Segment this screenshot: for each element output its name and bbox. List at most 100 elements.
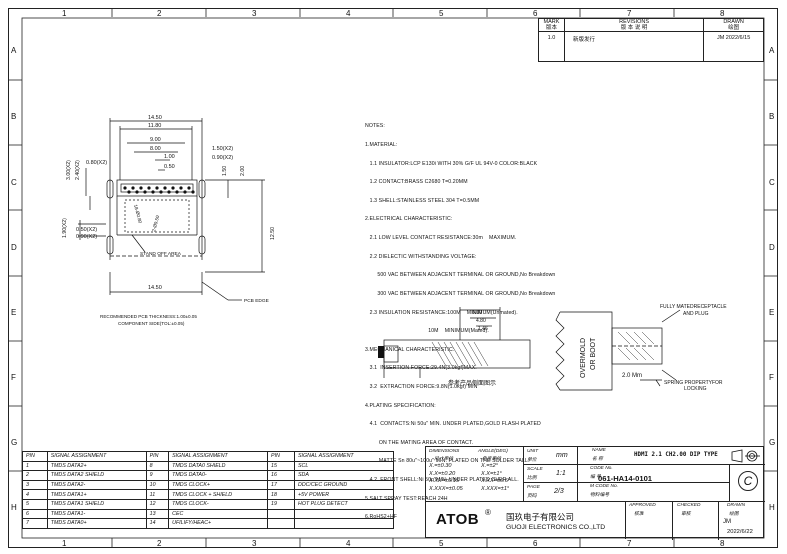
registered-icon: ® bbox=[485, 508, 491, 517]
zone-col-7-bottom: 7 bbox=[627, 539, 632, 548]
drawn-label: DRAWN bbox=[727, 503, 746, 508]
dim-0-80-x2: 0.80(X2) bbox=[86, 160, 107, 166]
checked-cn: 审核 bbox=[681, 512, 691, 517]
zone-row-E-right: E bbox=[769, 308, 775, 317]
zone-col-6: 6 bbox=[533, 9, 538, 18]
drawn-date: 2022/6/22 bbox=[727, 529, 753, 535]
tol-3: X.XX=±0.15 bbox=[429, 478, 459, 485]
spring-property-label: SPRING PROPERTYFOR bbox=[664, 380, 723, 386]
dim-14-50-top: 14.50 bbox=[148, 115, 162, 121]
tol-2: X.X=±0.20 bbox=[429, 470, 456, 477]
note-line: 300 VAC BETWEEN ADJACENT TERMINAL OR GRO… bbox=[365, 290, 556, 297]
zone-col-3-bottom: 3 bbox=[252, 539, 257, 548]
company-box: ATOB ® 国玖电子有限公司 GUOJI ELECTRONICS CO.,LT… bbox=[426, 501, 626, 539]
note-line: 1.MATERIAL: bbox=[365, 142, 398, 149]
approved-label: APPROVED bbox=[629, 503, 656, 508]
pcb-note-2: COMPONENT SIDE(TOL:±0.05) bbox=[118, 321, 185, 326]
dim-2-00: 2.00 bbox=[240, 166, 246, 176]
zone-row-C: C bbox=[11, 178, 17, 187]
zone-col-4-bottom: 4 bbox=[346, 539, 351, 548]
tol-1: X.=±0.30 bbox=[429, 463, 452, 469]
note-line: NOTES: bbox=[365, 123, 385, 130]
fully-mated-label: FULLY MATEDRECEPTACLE bbox=[660, 304, 727, 310]
unit-scale-page-box: UNIT 单位 mm SCALE 比例 1:1 PAGE 页码 2/3 bbox=[524, 447, 578, 501]
note-line: 3.2 EXTRACTION FORCE:9.8N(1.0kgf) MIN bbox=[365, 383, 478, 390]
ang-3: X.XX=±0.5° bbox=[481, 478, 511, 485]
page-value: 2/3 bbox=[554, 488, 564, 495]
scale-label: SCALE bbox=[527, 467, 543, 472]
zone-row-G-right: G bbox=[769, 438, 776, 447]
drawn-name: JM bbox=[723, 519, 731, 525]
pcb-edge-label: PCB EDGE bbox=[244, 298, 269, 304]
zone-row-E: E bbox=[11, 308, 17, 317]
zone-row-F-right: F bbox=[769, 373, 774, 382]
rev-drawn: JM 2022/6/15 bbox=[703, 31, 764, 62]
tol-4: X.XXX=±0.05 bbox=[429, 485, 463, 492]
note-line: 2.3 INSULATION RESISTANCE:100M MINIMUM(U… bbox=[365, 309, 518, 316]
pin-row bbox=[123, 186, 195, 194]
approval-box: APPROVED 核准 CHECKED 审核 DRAWN 绘图 JM 2022/… bbox=[626, 501, 765, 540]
zone-row-D-right: D bbox=[769, 243, 775, 252]
scale-value: 1:1 bbox=[556, 470, 566, 477]
copyright-icon: C bbox=[738, 471, 758, 491]
zone-row-A-right: A bbox=[769, 46, 775, 55]
zone-col-6-bottom: 6 bbox=[533, 539, 538, 548]
note-line: 4.PLATING SPECIFICATION: bbox=[365, 402, 436, 409]
ang-1: X.=±2° bbox=[481, 463, 498, 469]
note-line: 3.MECHANICAL CHARACTERISTIC: bbox=[365, 346, 455, 353]
angle-cn: 角度单位 bbox=[482, 457, 502, 462]
pcb-note-1: RECOMMENDED PCB THICKNESS:1.00±0.05 bbox=[100, 314, 197, 319]
m-code-label: M CODE No. bbox=[590, 484, 618, 489]
approved-cn: 核准 bbox=[634, 512, 644, 517]
dim-3-00-x2: 3.00(X2) bbox=[66, 160, 72, 180]
note-line: 10M MINIMUM(Mated). bbox=[365, 328, 489, 335]
note-line: 2.1 LOW LEVEL CONTACT RESISTANCE:30m MAX… bbox=[365, 235, 517, 242]
page-cn: 页码 bbox=[527, 494, 537, 499]
dim-9-00: 9.00 bbox=[150, 137, 161, 143]
ang-2: X.X=±1° bbox=[481, 470, 502, 477]
ang-4: X.XXX=±1° bbox=[481, 485, 510, 492]
signal-table-header: PIN SIGNAL ASSIGNMENT PIN SIGNAL ASSIGNM… bbox=[22, 451, 394, 462]
note-line: 4.1 CONTACTS:Ni 50u" MIN. UNDER PLATED,G… bbox=[365, 421, 541, 428]
side-view-caption: 参考产品侧面图示 bbox=[448, 379, 496, 387]
m-code-cn: 物料编号 bbox=[590, 493, 610, 498]
name-label: NAME bbox=[592, 448, 606, 453]
zone-col-2-bottom: 2 bbox=[157, 539, 162, 548]
note-line: 500 VAC BETWEEN ADJACENT TERMINAL OR GRO… bbox=[365, 272, 556, 279]
dim-11-80: 11.80 bbox=[148, 123, 161, 129]
dim-1-00: 1.00 bbox=[164, 154, 175, 160]
scale-cn: 比例 bbox=[527, 476, 537, 481]
rev-desc: 新版发行 bbox=[563, 31, 705, 62]
zone-col-3: 3 bbox=[252, 9, 257, 18]
unit-cn: 单位 bbox=[527, 458, 537, 463]
signal-assignment-table: PIN SIGNAL ASSIGNMENT PIN SIGNAL ASSIGNM… bbox=[22, 451, 394, 529]
tolerance-box: DIMENSIONS 尺寸单位 ANGLE(DEG) 角度单位 X.=±0.30… bbox=[426, 447, 524, 501]
zone-row-C-right: C bbox=[769, 178, 775, 187]
note-line: 1.3 SHELL:STAINLESS STEEL 304 T=0.5MM bbox=[365, 197, 480, 204]
dim-1-50: 1.50 bbox=[222, 166, 228, 176]
note-line: 1.1 INSULATOR:LCP E130i WITH 30% G/F UL … bbox=[365, 160, 538, 167]
dim-1-90-x2: 1.90(X2) bbox=[62, 218, 68, 238]
note-line: ON THE MATING AREA OF CONTACT. bbox=[365, 439, 474, 446]
company-logo: ATOB bbox=[436, 511, 480, 528]
zone-row-A: A bbox=[11, 46, 17, 55]
zone-row-H-right: H bbox=[769, 503, 775, 512]
unit-value: mm bbox=[556, 452, 568, 459]
page-label: PAGE bbox=[527, 485, 540, 490]
and-plug-label: AND PLUG bbox=[683, 311, 709, 317]
dimensions-cn: 尺寸单位 bbox=[434, 457, 454, 462]
zone-col-1: 1 bbox=[62, 9, 67, 18]
angle-label: ANGLE(DEG) bbox=[478, 449, 508, 454]
dim-0-90-x2-left: 0.90(X2) bbox=[76, 234, 97, 240]
dim-14-50-bottom: 14.50 bbox=[148, 285, 162, 291]
dim-0-90-x2-right: 0.90(X2) bbox=[212, 155, 233, 161]
name-cn: 名 称 bbox=[592, 457, 603, 462]
zone-row-B: B bbox=[11, 112, 17, 121]
zone-col-5-bottom: 5 bbox=[439, 539, 444, 548]
